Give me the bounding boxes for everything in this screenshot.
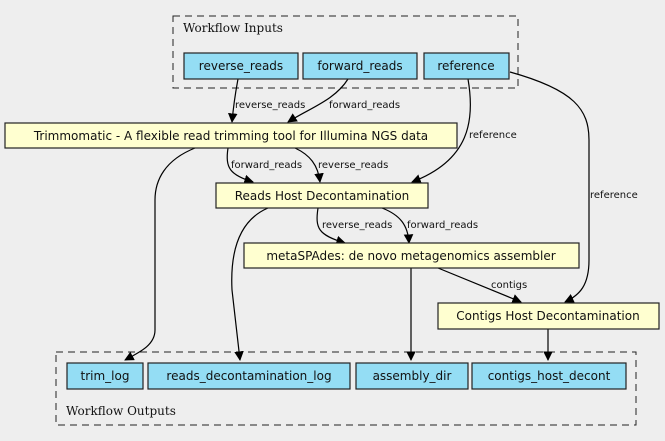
edge-forward-reads-to-trimmomatic[interactable] <box>287 78 349 123</box>
step-node-contigs-host-decontamination[interactable]: Contigs Host Decontamination <box>437 302 660 330</box>
edge-label: reverse_reads <box>235 100 305 111</box>
step-node-metaspades[interactable]: metaSPAdes: de novo metagenomics assembl… <box>243 242 580 269</box>
edge-trim-to-trim-log[interactable] <box>124 147 196 361</box>
edge-label: forward_reads <box>329 100 400 111</box>
edge-metaspades-to-contigs-decont[interactable] <box>437 267 522 304</box>
cluster-outputs-label: Workflow Outputs <box>66 404 176 418</box>
output-label: reads_decontamination_log <box>166 369 331 383</box>
output-label: contigs_host_decont <box>488 369 611 383</box>
output-label: assembly_dir <box>373 369 452 383</box>
input-label: forward_reads <box>317 59 402 73</box>
output-node-trim-log[interactable]: trim_log <box>66 362 144 390</box>
edge-label: forward_reads <box>231 160 302 171</box>
edge-label: reverse_reads <box>318 160 388 171</box>
step-label: Trimmomatic - A flexible read trimming t… <box>33 129 428 143</box>
edge-reads-decont-reverse-to-metaspades[interactable] <box>316 207 346 246</box>
edge-label: reference <box>469 130 517 141</box>
edge-label: forward_reads <box>407 220 478 231</box>
edge-label: reverse_reads <box>322 220 392 231</box>
edge-reference-to-reads-decont[interactable] <box>411 78 471 184</box>
edge-label: contigs <box>491 280 527 291</box>
cluster-workflow-outputs: Workflow Outputs <box>55 351 637 426</box>
input-node-reference[interactable]: reference <box>423 52 510 80</box>
edge-reference-to-contigs-decont[interactable] <box>509 71 590 303</box>
cluster-inputs-border <box>172 15 519 89</box>
cluster-outputs-border <box>55 351 637 426</box>
step-label: metaSPAdes: de novo metagenomics assembl… <box>266 249 555 263</box>
cluster-workflow-inputs: Workflow Inputs <box>172 15 519 89</box>
edge-label: reference <box>590 190 638 201</box>
input-label: reverse_reads <box>199 59 283 73</box>
input-node-forward-reads[interactable]: forward_reads <box>302 52 418 80</box>
input-node-reverse-reads[interactable]: reverse_reads <box>183 52 299 80</box>
output-node-assembly-dir[interactable]: assembly_dir <box>355 362 469 390</box>
output-label: trim_log <box>81 369 130 383</box>
edge-reads-decont-forward-to-metaspades[interactable] <box>381 207 414 244</box>
edge-trim-forward-to-reads-decont[interactable] <box>226 147 254 185</box>
edge-reads-decont-to-log[interactable] <box>231 207 269 361</box>
step-label: Reads Host Decontamination <box>235 189 410 203</box>
edge-trim-reverse-to-reads-decont[interactable] <box>294 147 324 183</box>
step-node-trimmomatic[interactable]: Trimmomatic - A flexible read trimming t… <box>4 122 458 149</box>
edge-reverse-reads-to-trimmomatic[interactable] <box>228 78 239 123</box>
step-label: Contigs Host Decontamination <box>456 309 639 323</box>
edges: reverse_reads forward_reads reference re… <box>124 71 638 361</box>
input-label: reference <box>437 59 494 73</box>
cluster-inputs-label: Workflow Inputs <box>183 21 283 35</box>
step-node-reads-host-decontamination[interactable]: Reads Host Decontamination <box>215 182 429 209</box>
output-node-contigs-host-decont[interactable]: contigs_host_decont <box>471 362 627 390</box>
output-node-reads-decontamination-log[interactable]: reads_decontamination_log <box>147 362 351 390</box>
